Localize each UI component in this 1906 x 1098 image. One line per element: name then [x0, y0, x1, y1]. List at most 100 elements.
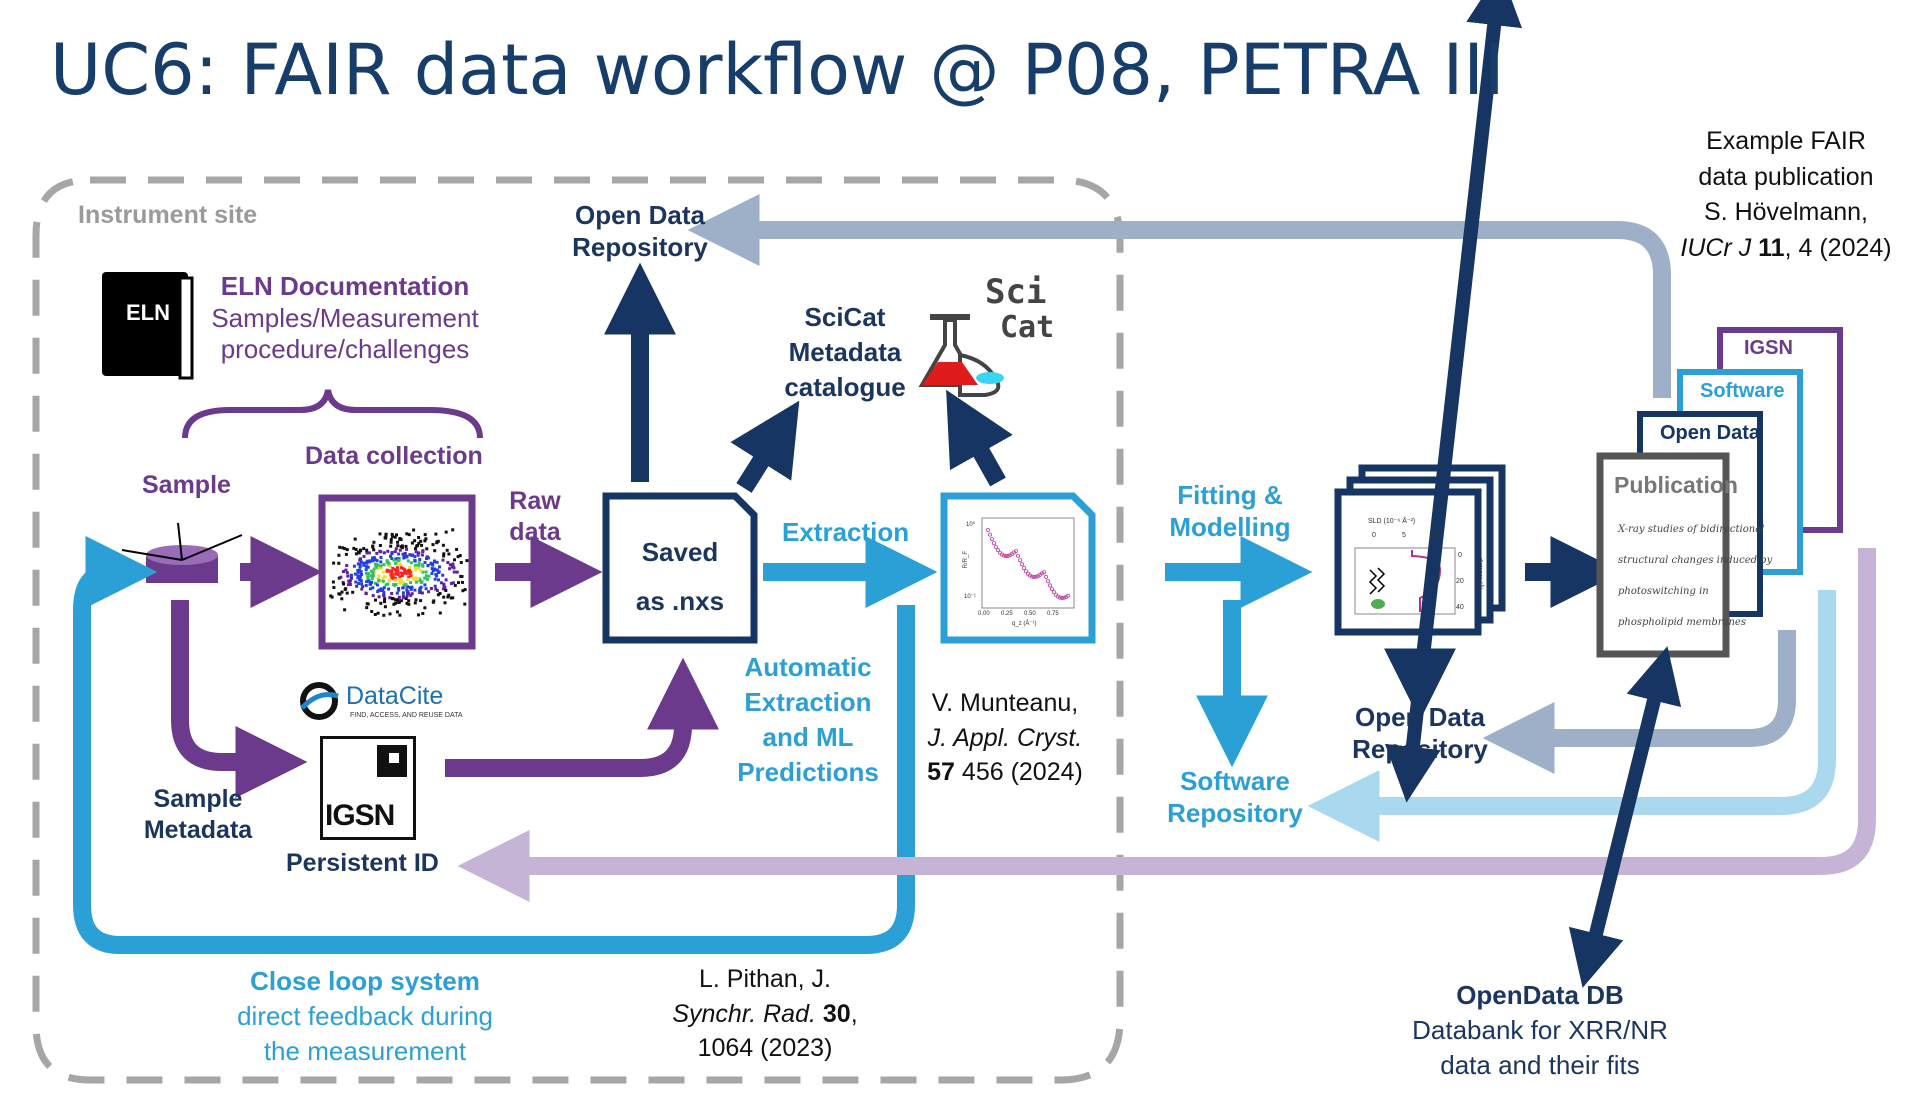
open-data-repo-mid[interactable]: Open Data Repository: [1335, 702, 1505, 765]
reflectivity-point: [1014, 549, 1019, 554]
detector-pixel: [397, 578, 401, 582]
detector-pixel: [444, 530, 448, 534]
detector-pixel: [447, 593, 451, 597]
return-arrow-igsn: [457, 548, 1876, 902]
detector-pixel: [419, 599, 423, 603]
detector-pixel: [364, 568, 368, 572]
detector-pixel: [379, 550, 383, 554]
arrow-refl-to-scicat: [946, 389, 1013, 487]
detector-pixel: [413, 588, 417, 592]
detector-pixel: [394, 557, 398, 561]
scicat-line3: catalogue: [784, 372, 906, 403]
reflectivity-point: [990, 537, 995, 542]
detector-pixel: [397, 562, 401, 566]
fitting-label: Fitting & Modelling: [1160, 480, 1300, 543]
sld-ytick-20: 20: [1456, 578, 1464, 585]
detector-pixel: [463, 588, 467, 592]
pithan-journal: Synchr. Rad.: [672, 999, 816, 1028]
detector-pixel: [371, 586, 375, 590]
opendata-db-label[interactable]: OpenData DB Databank for XRR/NR data and…: [1400, 978, 1680, 1083]
open-data-repo-top[interactable]: Open Data Repository: [555, 200, 725, 263]
detector-pixel: [437, 578, 440, 582]
detector-pixel: [378, 544, 382, 547]
reflectivity-point: [1024, 569, 1029, 574]
detector-pixel: [344, 552, 348, 556]
reflectivity-point: [1042, 570, 1047, 575]
detector-pixel: [409, 587, 413, 591]
detector-pixel: [383, 605, 387, 609]
reflectivity-point: [1018, 558, 1023, 563]
detector-pixel: [360, 587, 364, 591]
detector-pixel: [395, 591, 399, 595]
detector-pixel: [339, 575, 343, 579]
detector-pixel: [357, 550, 360, 554]
reflectivity-point: [1050, 587, 1055, 592]
detector-pixel: [389, 554, 392, 558]
refl-xtick-0: 0.00: [978, 611, 990, 617]
detector-pixel: [403, 568, 407, 572]
detector-pixel: [359, 579, 363, 583]
detector-pixel: [395, 533, 398, 537]
detector-pixel: [390, 552, 394, 556]
detector-pixel: [445, 548, 449, 552]
detector-pixel: [420, 543, 424, 547]
detector-pixel: [366, 575, 370, 579]
detector-pixel: [414, 598, 418, 602]
detector-pixel: [429, 587, 433, 590]
detector-pixel: [354, 580, 358, 584]
detector-pixel: [404, 583, 408, 587]
detector-pixel: [436, 593, 440, 597]
detector-pixel: [375, 551, 379, 555]
sample-metadata-line1: Sample: [153, 785, 243, 813]
detector-pixel: [450, 582, 453, 585]
reflectivity-point: [996, 548, 1001, 553]
open-data-repo-top-line2: Repository: [572, 231, 708, 262]
detector-pixel: [424, 574, 428, 578]
arrow-db-publication: [1568, 646, 1682, 988]
detector-pixel: [433, 567, 436, 571]
sld-document-stack: [1334, 464, 1506, 636]
detector-pixel: [358, 565, 362, 569]
detector-pixel: [340, 597, 344, 601]
fitting-line1: Fitting &: [1177, 480, 1283, 510]
detector-pixel: [348, 579, 352, 583]
reflectivity-point: [1058, 595, 1063, 600]
detector-pixel: [374, 562, 377, 566]
detector-pixel: [365, 551, 369, 555]
detector-pixel: [399, 545, 403, 549]
detector-pixel: [345, 548, 349, 552]
detector-pixel: [372, 540, 376, 544]
detector-pixel: [409, 593, 413, 597]
detector-pixel: [371, 574, 375, 578]
detector-pixel: [443, 586, 447, 590]
detector-pixel: [425, 547, 429, 551]
close-loop-line2: the measurement: [263, 1036, 467, 1067]
detector-pixel: [404, 597, 408, 600]
detector-pixel: [362, 555, 366, 558]
detector-pixel: [383, 597, 387, 601]
igsn-logo: IGSN: [320, 736, 416, 840]
eln-description: ELN Documentation Samples/Measurement pr…: [185, 271, 505, 366]
detector-pixel: [404, 544, 408, 548]
detector-pixel: [376, 576, 380, 580]
detector-pixel: [401, 567, 405, 571]
detector-pixel: [414, 566, 418, 570]
reflectivity-point: [1016, 553, 1021, 558]
detector-pixel: [389, 538, 393, 541]
detector-pixel: [386, 582, 390, 586]
detector-pixel: [359, 549, 363, 553]
raw-data-label: Raw data: [500, 486, 570, 547]
sld-ylabel: distance (Å): [1476, 557, 1483, 590]
detector-pixel: [401, 552, 405, 556]
detector-pixel: [423, 561, 427, 564]
detector-pixel: [374, 598, 377, 602]
scicat-label[interactable]: SciCat Metadata catalogue: [765, 300, 925, 405]
detector-pixel: [353, 537, 357, 541]
detector-pixel: [341, 580, 345, 584]
detector-pixel: [394, 601, 398, 605]
software-repository-label[interactable]: Software Repository: [1160, 766, 1310, 829]
detector-pixel: [458, 554, 462, 558]
detector-pixel: [377, 579, 381, 583]
scicat-line2: Metadata: [788, 337, 902, 368]
detector-pixel: [362, 547, 366, 551]
